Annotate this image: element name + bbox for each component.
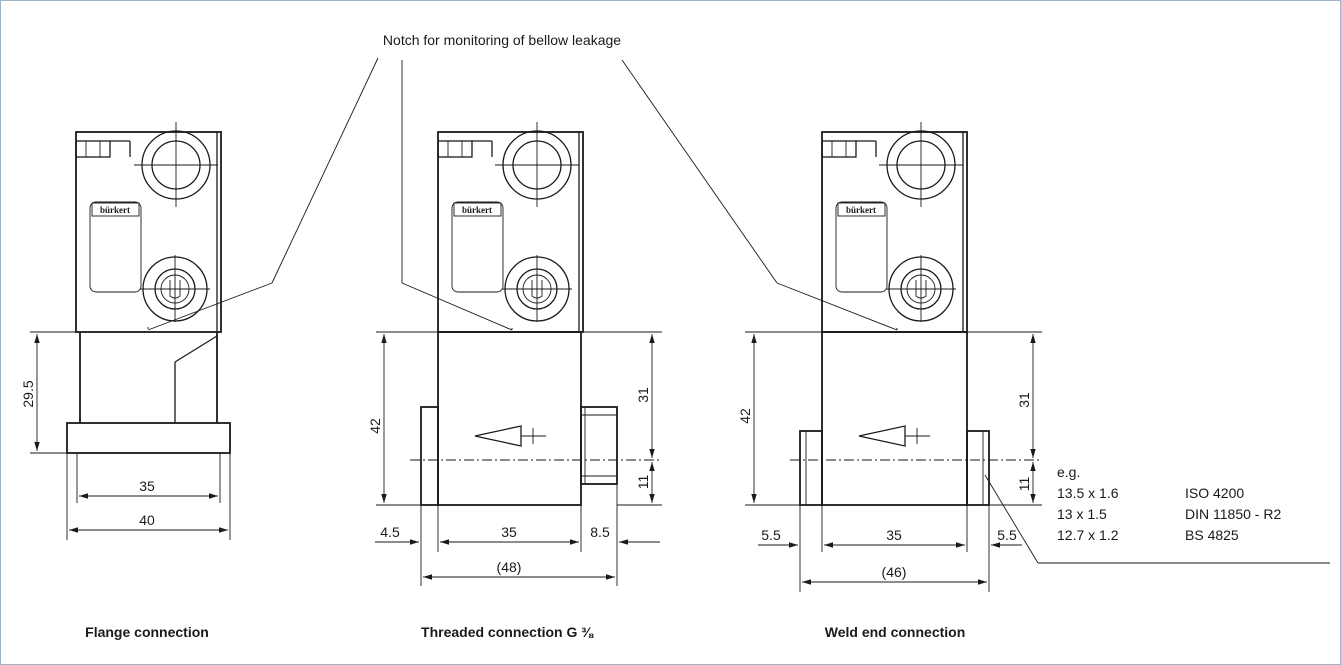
dim-left-label: 4.5 xyxy=(380,524,400,540)
dim-outer-label: 40 xyxy=(139,512,155,528)
dim-height-label: 42 xyxy=(367,418,383,434)
weld-row-standard: BS 4825 xyxy=(1185,527,1239,543)
dim-center-label: 35 xyxy=(501,524,517,540)
weld-end-connection-view: bürkert 42 31 11 xyxy=(737,122,1330,640)
weld-row-size: 13.5 x 1.6 xyxy=(1057,485,1119,501)
logo-text: bürkert xyxy=(100,205,130,215)
weld-row-size: 13 x 1.5 xyxy=(1057,506,1107,522)
dim-left-label: 5.5 xyxy=(761,527,781,543)
caption-weld: Weld end connection xyxy=(825,624,966,640)
callout-leaders xyxy=(147,57,898,331)
dim-height-label: 42 xyxy=(737,408,753,424)
callout-label: Notch for monitoring of bellow leakage xyxy=(383,32,621,48)
dim-overall-label: (48) xyxy=(497,559,522,575)
dim-overall-label: (46) xyxy=(882,564,907,580)
dim-upper-label: 31 xyxy=(635,387,651,403)
dim-lower-label: 11 xyxy=(635,475,651,490)
dim-lower-label: 11 xyxy=(1016,477,1032,492)
dim-right-label: 8.5 xyxy=(590,524,610,540)
dim-height-label: 29.5 xyxy=(20,380,36,407)
dim-inner-label: 35 xyxy=(139,478,155,494)
threaded-connection-view: bürkert 42 31 11 xyxy=(367,122,662,640)
weld-table-title: e.g. xyxy=(1057,464,1080,480)
caption-flange: Flange connection xyxy=(85,624,209,640)
dim-upper-label: 31 xyxy=(1016,392,1032,408)
logo-text: bürkert xyxy=(462,205,492,215)
weld-row-size: 12.7 x 1.2 xyxy=(1057,527,1119,543)
dim-center-label: 35 xyxy=(886,527,902,543)
flange-connection-view: bürkert 29.5 35 40 Flange connection xyxy=(20,122,231,640)
weld-size-table: e.g. 13.5 x 1.6 ISO 4200 13 x 1.5 DIN 11… xyxy=(1057,464,1281,543)
weld-row-standard: ISO 4200 xyxy=(1185,485,1244,501)
logo-text: bürkert xyxy=(846,205,876,215)
weld-row-standard: DIN 11850 - R2 xyxy=(1185,506,1281,522)
caption-threaded: Threaded connection G ⅜ xyxy=(421,624,594,640)
dim-right-label: 5.5 xyxy=(997,527,1017,543)
